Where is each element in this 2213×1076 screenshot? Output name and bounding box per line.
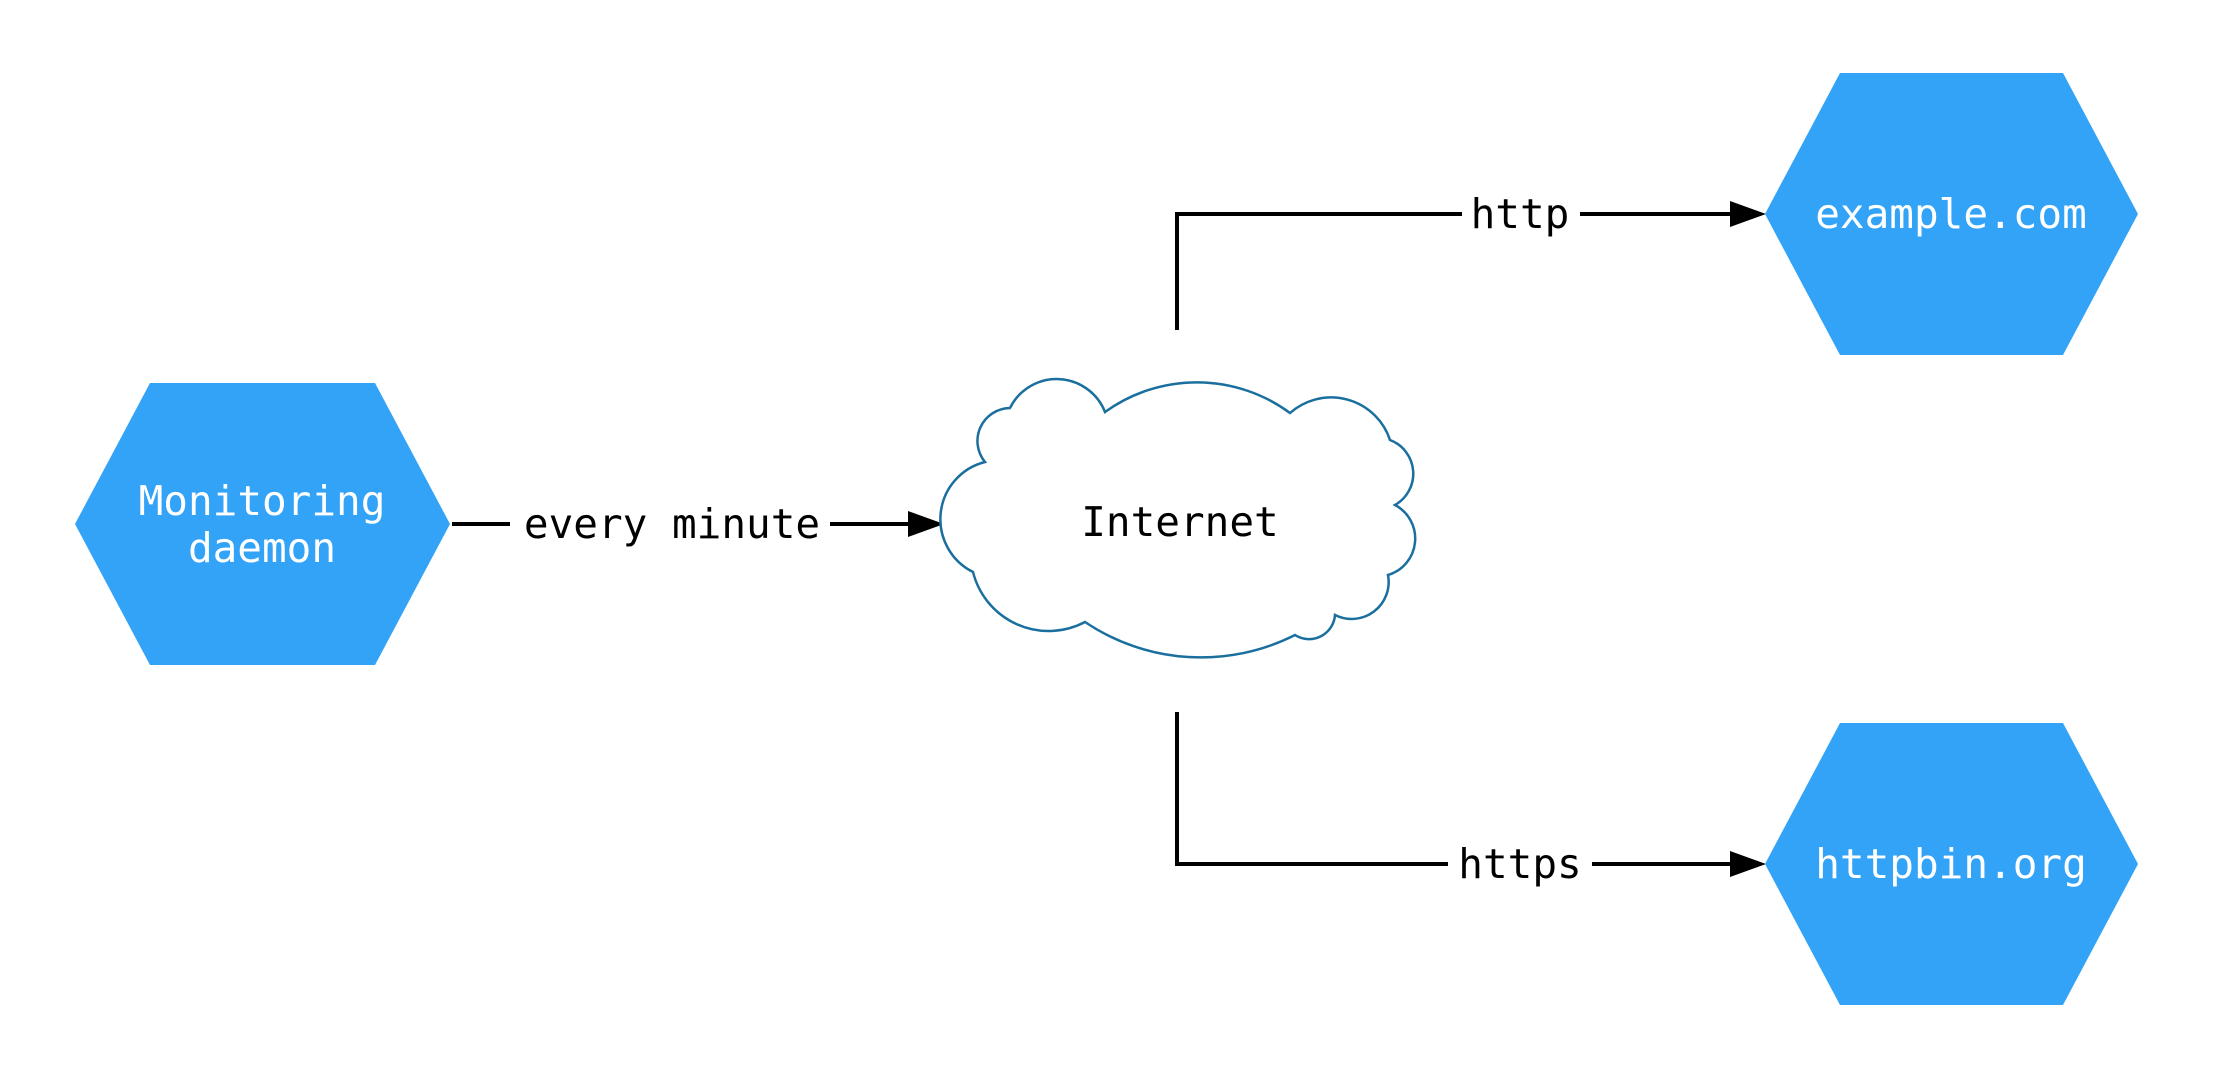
node-example-com: example.com: [1765, 73, 2138, 355]
edge-internet-to-example: http: [1175, 190, 1766, 330]
edge-internet-to-example-label: http: [1471, 190, 1570, 238]
httpbin-org-hexagon: [1765, 723, 2138, 1005]
edge-daemon-to-internet: every minute: [452, 500, 944, 548]
arrowhead-into-httpbin-org: [1730, 851, 1766, 877]
arrowhead-into-example-com: [1730, 201, 1766, 227]
httpbin-org-label: httpbin.org: [1815, 840, 2087, 888]
node-httpbin-org: httpbin.org: [1765, 723, 2138, 1005]
arrowhead-into-internet: [908, 511, 944, 537]
monitoring-daemon-label-line2: daemon: [188, 524, 336, 572]
example-com-label: example.com: [1815, 190, 2087, 238]
node-internet: Internet: [939, 377, 1417, 659]
node-monitoring-daemon: Monitoring daemon: [75, 383, 450, 665]
internet-cloud-shape: [939, 377, 1417, 659]
edge-internet-to-example-elbow: [1175, 212, 1462, 330]
internet-label: Internet: [1081, 498, 1278, 546]
example-com-hexagon: [1765, 73, 2138, 355]
edge-internet-to-httpbin-elbow: [1175, 712, 1448, 866]
edge-internet-to-httpbin: https: [1175, 712, 1766, 888]
monitoring-daemon-label-line1: Monitoring: [139, 477, 386, 525]
monitoring-daemon-hexagon: [75, 383, 450, 665]
edge-internet-to-httpbin-label: https: [1458, 840, 1581, 888]
edge-daemon-to-internet-label: every minute: [524, 500, 820, 548]
